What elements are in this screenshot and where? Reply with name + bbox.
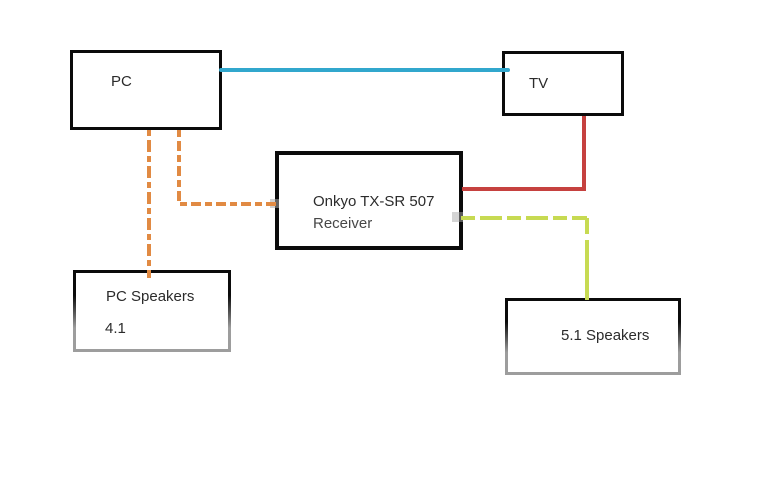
- node-pc-speakers: PC Speakers 4.1: [73, 270, 231, 352]
- wire-tv-to-receiver: [462, 116, 586, 191]
- node-51-speakers-label: 5.1 Speakers: [561, 327, 650, 344]
- node-pc-speakers-label: PC Speakers: [106, 288, 195, 305]
- node-tv: TV: [502, 51, 624, 116]
- node-tv-label: TV: [529, 75, 549, 92]
- wire-pc-to-receiver: [177, 130, 276, 206]
- node-pc-speakers-sublabel: 4.1: [105, 320, 126, 337]
- receiver-label-line2: Receiver: [313, 214, 373, 232]
- receiver-label-line1: Onkyo TX-SR 507: [313, 193, 435, 210]
- node-pc: PC: [70, 50, 222, 130]
- node-51-speakers: 5.1 Speakers: [505, 298, 681, 375]
- node-pc-label: PC: [111, 73, 132, 90]
